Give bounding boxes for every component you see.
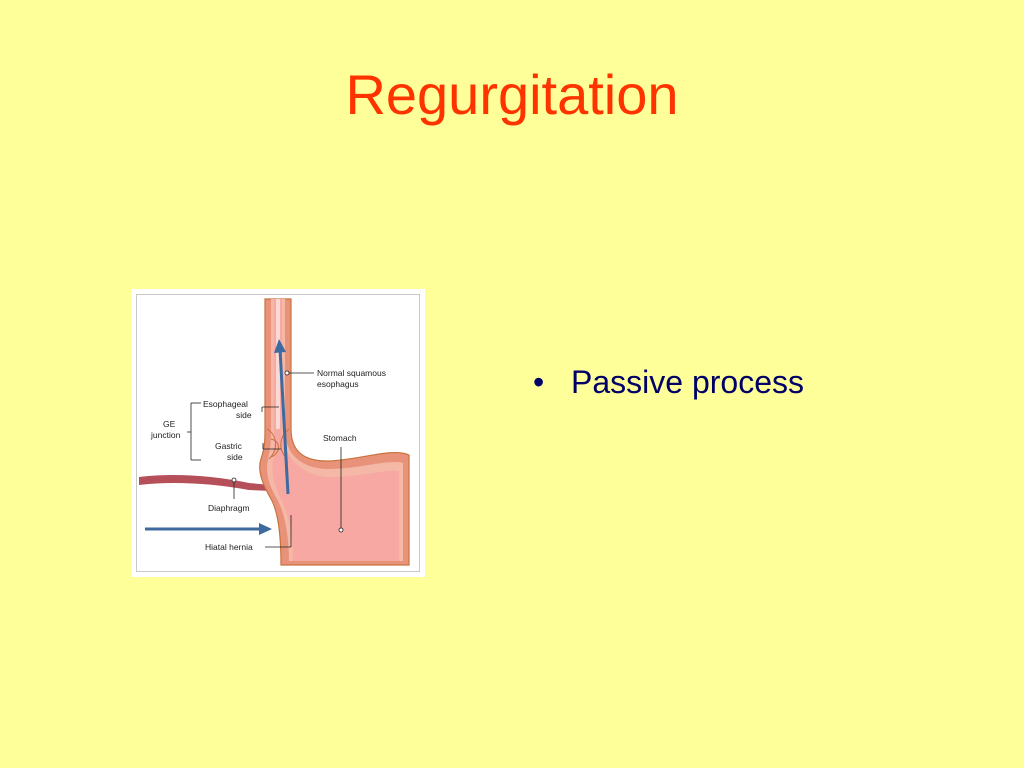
bullet-text: Passive process <box>571 364 804 400</box>
label-normal-esophagus-2: esophagus <box>317 379 359 389</box>
stomach-interior <box>272 299 399 561</box>
label-esophageal-side-2: side <box>236 410 252 420</box>
label-gastric-side-2: side <box>227 452 243 462</box>
diaphragm-left <box>139 475 271 491</box>
regurgitation-arrow <box>278 348 290 495</box>
hernia-pointer-arrow-head <box>259 523 272 535</box>
slide-title: Regurgitation <box>345 63 679 126</box>
label-gastric-side-1: Gastric <box>215 441 243 451</box>
regurgitation-arrow-head <box>274 339 286 353</box>
label-normal-esophagus-1: Normal squamous <box>317 368 386 378</box>
label-esophageal-side-1: Esophageal <box>203 399 248 409</box>
label-stomach: Stomach <box>323 433 357 443</box>
label-ge-junction-2: junction <box>150 430 181 440</box>
label-hiatal-hernia: Hiatal hernia <box>205 542 253 552</box>
bullet-item: • Passive process <box>533 362 993 402</box>
label-diaphragm: Diaphragm <box>208 503 250 513</box>
esophagus-lumen <box>276 299 280 429</box>
bullet-marker: • <box>533 364 545 400</box>
label-ge-junction-1: GE <box>163 419 176 429</box>
bullet-list: • Passive process <box>533 362 993 402</box>
diagram-svg: Normal squamous esophagus Esophageal sid… <box>139 298 410 566</box>
hiatal-hernia-diagram: Normal squamous esophagus Esophageal sid… <box>131 289 425 577</box>
